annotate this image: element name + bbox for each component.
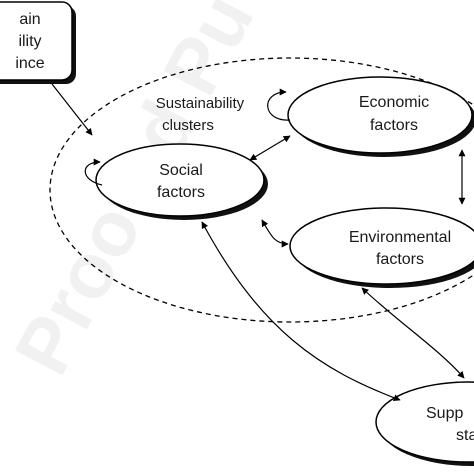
arrow-social-supply [201, 221, 401, 402]
economic-factors-node: Economic factors [287, 76, 474, 157]
supply-node: Supp sta [375, 381, 474, 466]
cluster-label-line-1: Sustainability [156, 95, 245, 112]
chain-box: ain ility ince [0, 1, 76, 84]
arrow-environmental-supply [361, 287, 465, 379]
arrow-economic-self-loop [267, 88, 291, 121]
arrow-economic-social [249, 135, 291, 161]
arrow-social-environmental [261, 219, 289, 248]
environmental-factors-line-2: factors [376, 251, 424, 268]
environmental-factors-line-1: Environmental [349, 229, 451, 246]
chain-box-line-2: ility [18, 33, 41, 50]
chain-box-line-3: ince [15, 55, 44, 72]
social-factors-line-2: factors [157, 184, 205, 201]
cluster-label-line-2: clusters [162, 117, 214, 134]
social-factors-node: Social factors [95, 143, 268, 220]
arrow-box-to-social [51, 83, 93, 136]
economic-factors-line-2: factors [370, 117, 418, 134]
social-factors-line-1: Social [159, 162, 203, 179]
supply-line-2: sta [456, 427, 474, 444]
environmental-factors-node: Environmental factors [289, 207, 474, 288]
supply-line-1: Supp [426, 405, 463, 422]
chain-box-line-1: ain [19, 11, 40, 28]
economic-factors-line-1: Economic [359, 94, 429, 111]
arrow-social-self-loop [84, 158, 103, 186]
